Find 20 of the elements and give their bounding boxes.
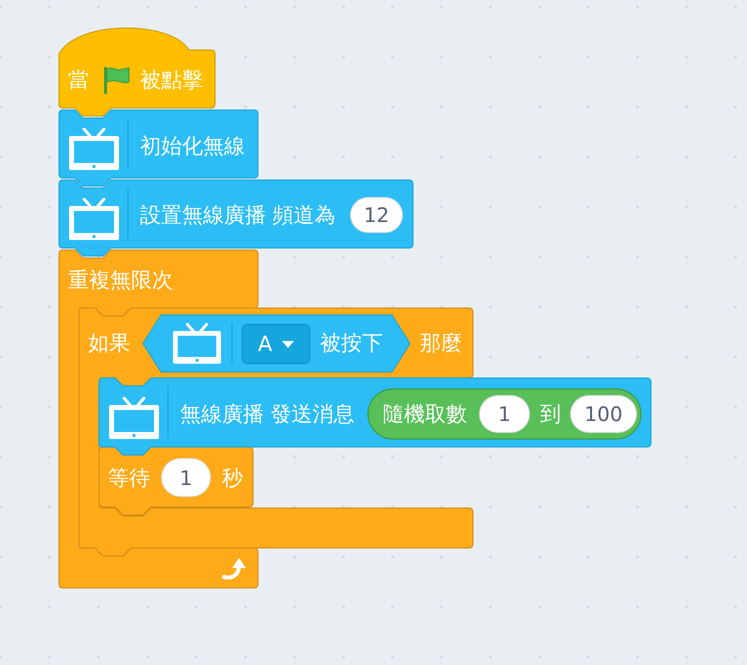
hat-block: [59, 28, 215, 117]
condition-block: [143, 315, 410, 372]
block-label: 設置無線廣播 頻道為: [140, 202, 336, 229]
dropdown-menu: A: [242, 324, 310, 364]
reporter-block: [368, 389, 641, 439]
block-label: 如果: [88, 330, 130, 357]
block-label: 初始化無線: [140, 133, 245, 160]
block-label: 那麼: [420, 330, 462, 357]
command-block: [59, 110, 258, 187]
block-label: 到: [540, 401, 561, 428]
block-label: 重複無限次: [68, 267, 173, 294]
block-label: 當: [68, 67, 89, 94]
block-label: 等待: [108, 465, 150, 492]
block-label: 被點擊: [140, 67, 203, 94]
command-block: [59, 180, 413, 257]
block-label: 隨機取數: [383, 401, 467, 428]
block-label: 無線廣播 發送消息: [180, 401, 355, 428]
block-label: 被按下: [320, 330, 383, 357]
command-block: [99, 378, 651, 455]
block-label: 秒: [222, 465, 243, 492]
